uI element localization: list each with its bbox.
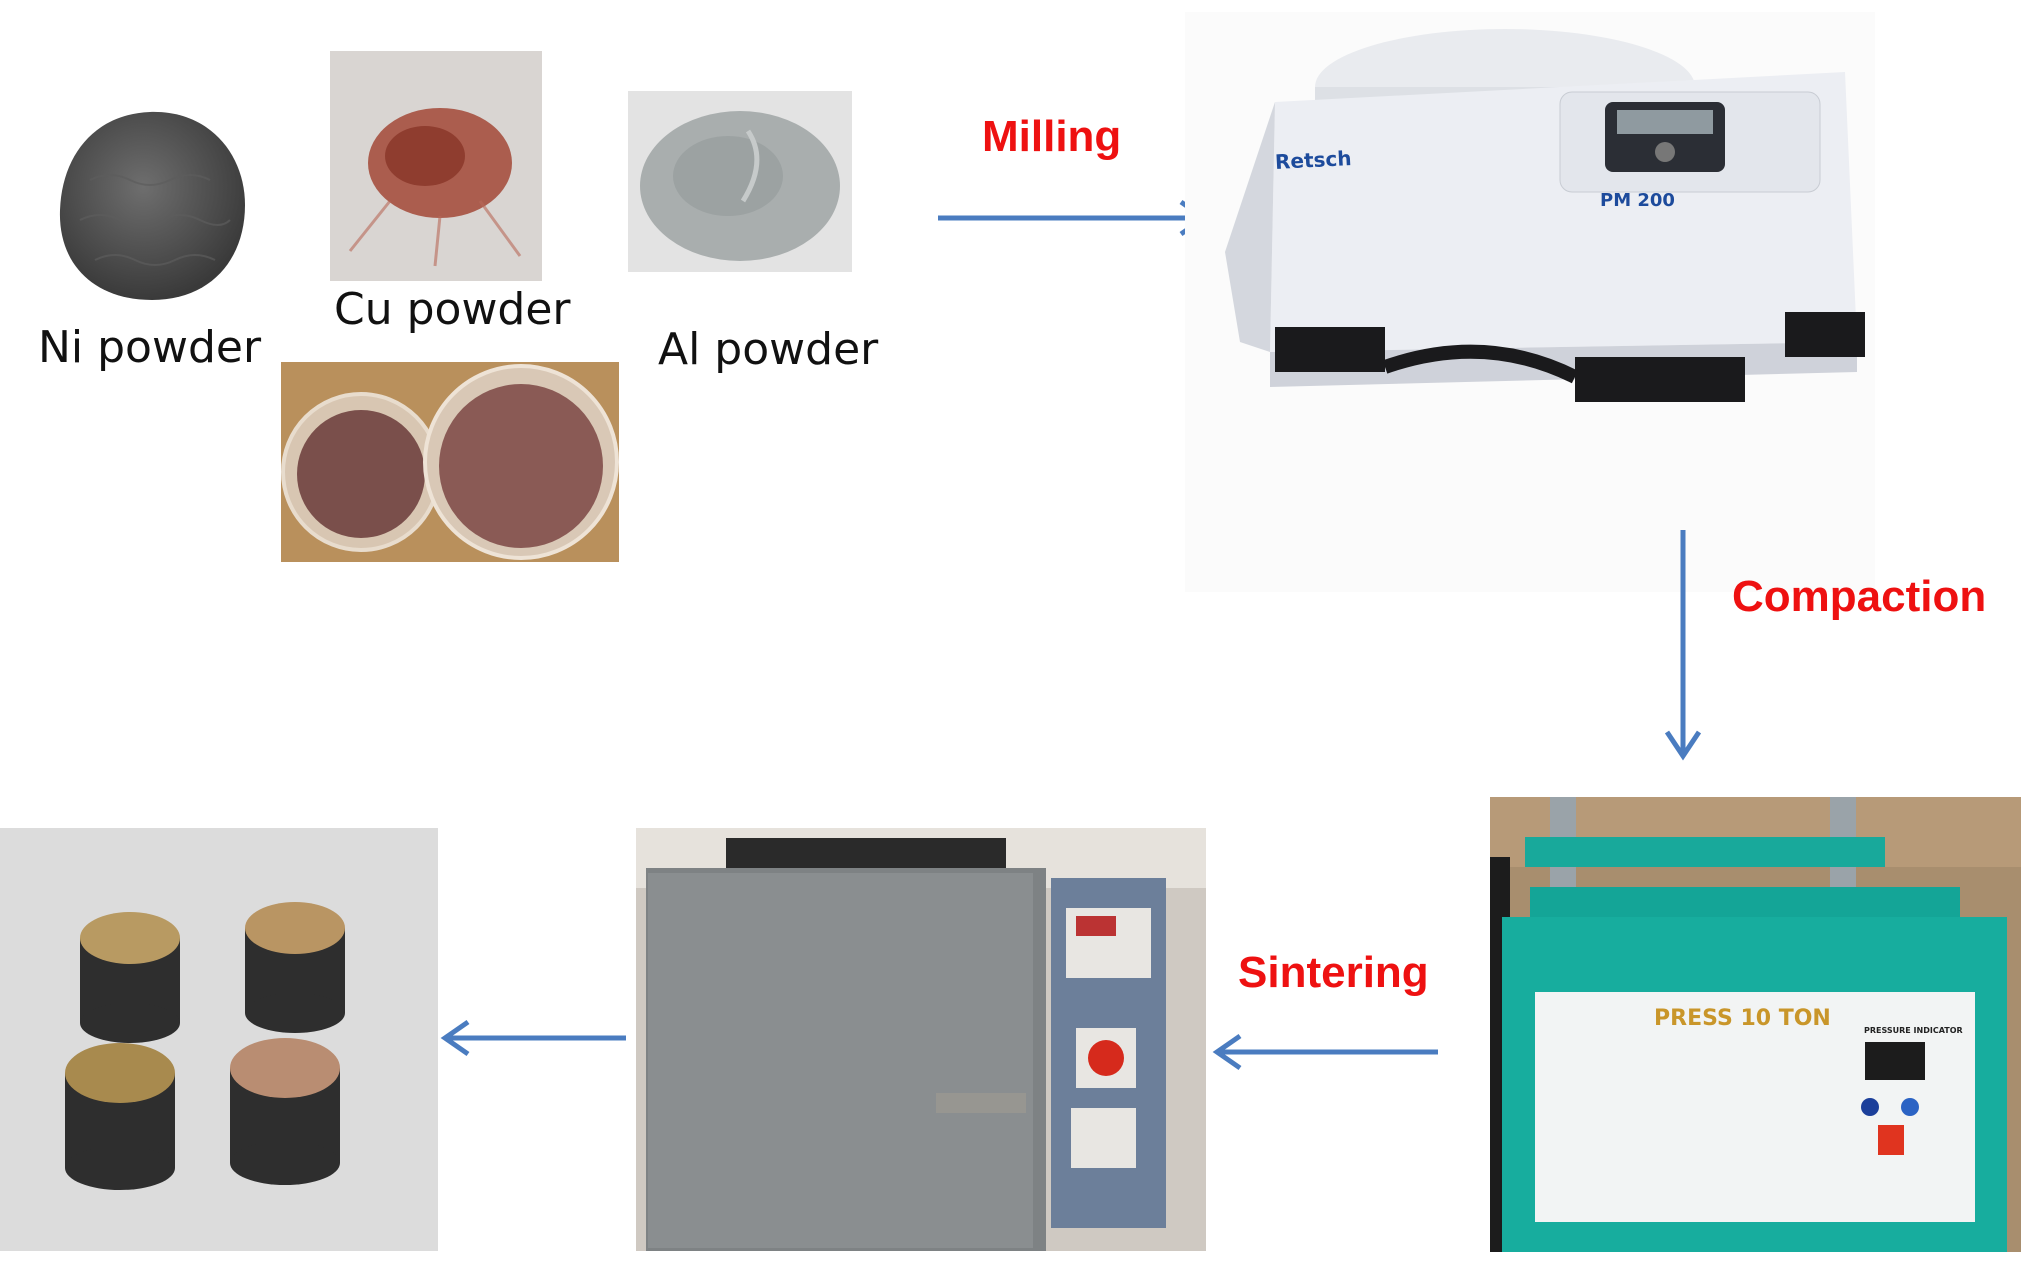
arrow-sintering bbox=[1212, 1033, 1438, 1071]
arrow-to-samples bbox=[440, 1019, 626, 1057]
sintering-label: Sintering bbox=[1238, 948, 1429, 997]
mixed-powder-photo bbox=[281, 362, 619, 562]
press-indicator-label: PRESSURE INDICATOR bbox=[1864, 1026, 1963, 1035]
cu-powder-label: Cu powder bbox=[334, 284, 571, 335]
press-label: PRESS 10 TON bbox=[1654, 1006, 1831, 1031]
sintering-furnace-photo bbox=[636, 828, 1206, 1251]
milling-label: Milling bbox=[982, 112, 1122, 161]
hydraulic-press-photo bbox=[1490, 797, 2021, 1252]
ni-powder-photo bbox=[59, 111, 245, 300]
mill-brand-logo: Retsch bbox=[1274, 146, 1353, 174]
ni-powder-label: Ni powder bbox=[38, 322, 262, 373]
planetary-mill-photo bbox=[1185, 12, 1875, 592]
arrow-milling bbox=[938, 199, 1209, 237]
al-powder-label: Al powder bbox=[658, 324, 879, 375]
mill-model-label: PM 200 bbox=[1600, 190, 1675, 211]
al-powder-photo bbox=[628, 91, 852, 272]
compaction-label: Compaction bbox=[1732, 572, 1987, 621]
sintered-samples-photo bbox=[0, 828, 438, 1251]
cu-powder-photo bbox=[330, 51, 542, 281]
arrow-compaction bbox=[1664, 530, 1702, 761]
